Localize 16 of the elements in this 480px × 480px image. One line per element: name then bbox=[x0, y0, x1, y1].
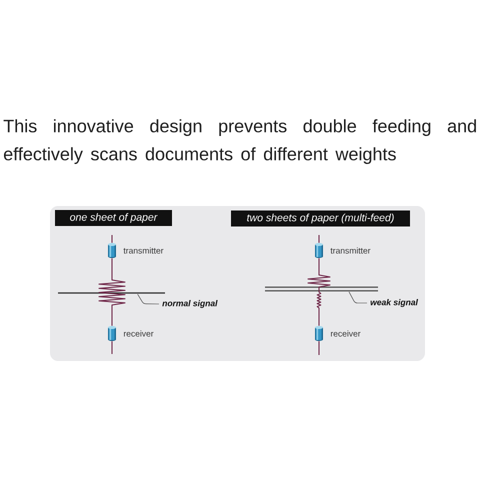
signal-line bbox=[318, 234, 320, 244]
signal-label: normal signal bbox=[162, 300, 218, 308]
panel bbox=[50, 206, 425, 361]
title: This innovative design prevents double feeding and effectively scans documents of different weights bbox=[4, 119, 476, 164]
leader-line bbox=[348, 292, 368, 304]
heading-bar: one sheet of paper bbox=[55, 210, 172, 226]
component-label: transmitter bbox=[330, 247, 370, 254]
heading-bar: two sheets of paper (multi-feed) bbox=[231, 210, 410, 226]
signal-line bbox=[318, 340, 320, 356]
component-label: receiver bbox=[124, 330, 154, 337]
component-label: transmitter bbox=[124, 247, 164, 254]
component-label: receiver bbox=[330, 330, 360, 337]
signal-label: weak signal bbox=[370, 299, 418, 307]
signal-line bbox=[308, 258, 330, 326]
signal-line bbox=[98, 258, 126, 326]
leader-line bbox=[137, 294, 160, 304]
